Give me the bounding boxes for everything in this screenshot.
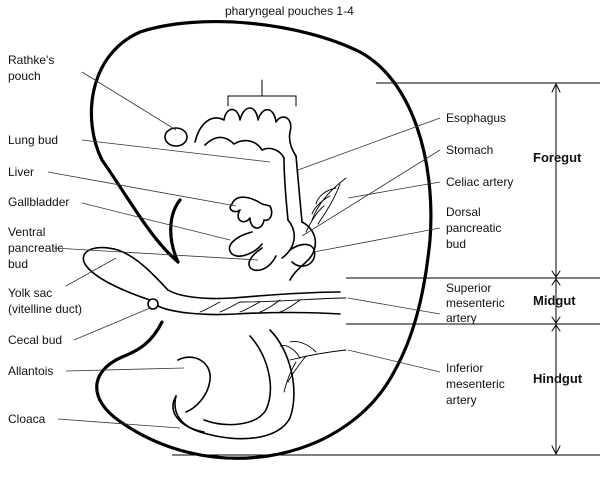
label-celiac-artery: Celiac artery (446, 175, 513, 189)
dorsal-pancreatic-bud-shape (289, 243, 316, 267)
label-ima-line2: mesenteric (446, 377, 505, 391)
pouches-bracket (227, 79, 297, 107)
label-cloaca: Cloaca (8, 412, 46, 426)
label-foregut: Foregut (533, 150, 582, 165)
yolk-sac (82, 246, 169, 301)
label-ventral-pancreatic-bud: Ventral pancreatic bud (8, 225, 67, 271)
allantois-shape (177, 356, 211, 413)
label-dorsal-pancreatic-bud: Dorsal pancreatic bud (446, 205, 505, 251)
label-gallbladder: Gallbladder (8, 195, 69, 209)
label-inferior-mesenteric-artery: Inferior mesenteric artery (446, 361, 508, 407)
label-hindgut: Hindgut (533, 371, 583, 386)
leader-lines (47, 71, 441, 429)
embryo-outline-inner (169, 198, 182, 264)
stomach-shape (289, 221, 317, 281)
pharyngeal-gut-floor (204, 136, 285, 159)
label-yolk-sac: Yolk sac (vitelline duct) (8, 286, 82, 316)
stomach-inner (281, 219, 295, 259)
hindgut-tube (172, 329, 295, 440)
label-rathkes-pouch-line1: Rathke's (8, 53, 54, 67)
label-dorsal-line3: bud (446, 237, 466, 251)
gallbladder-shape (228, 231, 263, 257)
hindgut-tube-inner (203, 335, 272, 426)
label-sma-line1: Superior (446, 281, 491, 295)
label-esophagus: Esophagus (446, 111, 506, 125)
rathkes-pouch-shape (164, 127, 188, 147)
label-dorsal-line2: pancreatic (446, 221, 501, 235)
label-stomach: Stomach (446, 143, 493, 157)
dimension-arrow-mid2 (551, 316, 561, 332)
superior-mesenteric-artery-vessels (199, 297, 347, 313)
inferior-mesenteric-artery-vessels (279, 341, 347, 393)
pharyngeal-gut (194, 107, 297, 157)
midgut-loop-lower (157, 305, 341, 316)
label-lung-bud: Lung bud (8, 133, 58, 147)
label-liver: Liver (8, 165, 34, 179)
liver-bud (229, 196, 273, 229)
dimension-arrow-top (551, 82, 561, 93)
cloaca-shape (174, 395, 205, 433)
label-dorsal-line1: Dorsal (446, 205, 481, 219)
label-rathkes-pouch: Rathke's pouch (8, 53, 58, 83)
label-pharyngeal-pouches: pharyngeal pouches 1-4 (225, 4, 354, 18)
esophagus-tube (295, 155, 303, 223)
embryo-outline (89, 20, 433, 460)
dimension-arrow-bottom (551, 445, 561, 456)
label-ima-line3: artery (446, 393, 477, 407)
label-yolk-line1: Yolk sac (8, 286, 52, 300)
label-ventral-line3: bud (8, 257, 28, 271)
esophagus-tube-inner (283, 157, 289, 221)
label-yolk-line2: (vitelline duct) (8, 302, 82, 316)
celiac-artery-vessels (305, 177, 347, 233)
label-ventral-line2: pancreatic (8, 241, 63, 255)
label-ima-line1: Inferior (446, 361, 483, 375)
label-ventral-line1: Ventral (8, 225, 45, 239)
dimension-arrow-mid1 (551, 270, 561, 286)
ventral-pancreatic-bud-shape (248, 247, 277, 272)
cecal-bud-shape (147, 298, 159, 310)
label-sma-line2: mesenteric (446, 296, 505, 310)
label-cecal-bud: Cecal bud (8, 333, 62, 347)
label-midgut: Midgut (533, 293, 576, 308)
vitelline-duct (167, 289, 341, 300)
label-superior-mesenteric-artery: Superior mesenteric artery (446, 281, 508, 325)
label-sma-line3: artery (446, 311, 477, 325)
label-rathkes-pouch-line2: pouch (8, 69, 41, 83)
label-allantois: Allantois (8, 364, 53, 378)
